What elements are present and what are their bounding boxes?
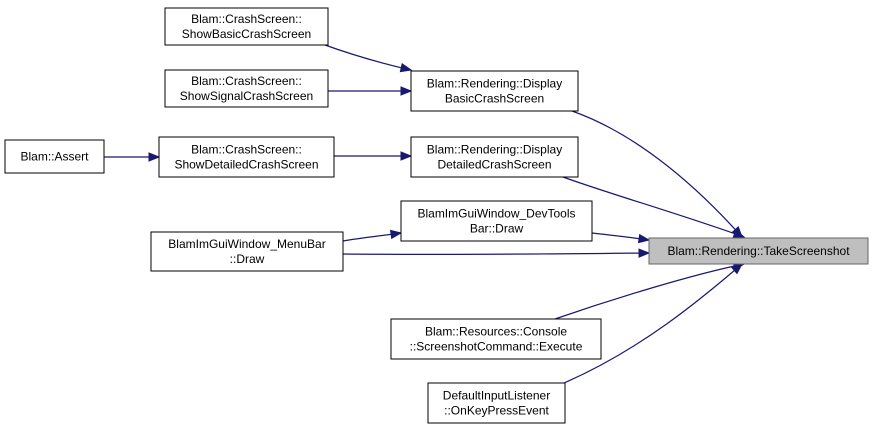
node-show-signal[interactable]: Blam::CrashScreen::ShowSignalCrashScreen — [164, 69, 329, 108]
node-label-line: Blam::Rendering::Display — [427, 77, 562, 91]
node-box — [400, 200, 593, 242]
edge-line — [342, 252, 650, 256]
node-label-line: ShowDetailedCrashScreen — [174, 158, 318, 172]
node-label-line: ShowBasicCrashScreen — [182, 27, 311, 41]
node-box — [4, 139, 105, 174]
edges-layer — [104, 44, 746, 384]
edge-n_show_basic-to-n_disp_basic — [324, 44, 413, 73]
arrow-head — [389, 229, 403, 240]
node-screenshot-cmd[interactable]: Blam::Resources::Console::ScreenshotComm… — [390, 318, 602, 360]
edge-n_show_detailed-to-n_disp_detailed — [334, 151, 413, 161]
node-disp-detailed[interactable]: Blam::Rendering::DisplayDetailedCrashScr… — [410, 136, 579, 178]
node-label-line: BlamImGuiWindow_MenuBar — [168, 237, 325, 251]
node-box — [390, 318, 602, 360]
arrow-head — [637, 233, 651, 244]
edge-line — [563, 263, 743, 384]
node-label-line: Blam::Rendering::Display — [427, 143, 562, 157]
edge-line — [571, 110, 743, 238]
node-label-line: Blam::Rendering::TakeScreenshot — [667, 244, 850, 258]
edge-n_devtools-to-n_take — [591, 232, 651, 244]
edge-n_keypress-to-n_take — [563, 263, 744, 384]
node-label-line: BlamImGuiWindow_DevTools — [417, 207, 575, 221]
node-take[interactable]: Blam::Rendering::TakeScreenshot — [648, 237, 869, 265]
node-box — [648, 237, 869, 265]
edge-line — [324, 44, 412, 71]
edge-line — [554, 263, 745, 320]
edge-n_assert-to-n_show_detailed — [104, 152, 161, 162]
node-menubar[interactable]: BlamImGuiWindow_MenuBar::Draw — [150, 231, 344, 272]
nodes-layer: Blam::CrashScreen::ShowBasicCrashScreenB… — [4, 7, 869, 424]
arrow-head — [400, 151, 413, 161]
edge-n_menubar-to-n_take — [342, 248, 651, 258]
node-label-line: BasicCrashScreen — [445, 92, 544, 106]
edge-n_menubar-to-n_devtools — [342, 229, 403, 242]
edge-n_disp_detailed-to-n_take — [562, 176, 746, 238]
arrow-head — [399, 63, 413, 73]
node-label-line: DefaultInputListener — [443, 389, 550, 403]
node-label-line: ::Draw — [230, 252, 265, 266]
arrow-head — [148, 152, 161, 162]
arrow-head — [638, 248, 651, 258]
arrow-head — [400, 86, 413, 96]
edge-n_show_signal-to-n_disp_basic — [328, 86, 413, 96]
node-label-line: Blam::Assert — [20, 150, 89, 164]
node-label-line: Blam::Resources::Console — [425, 325, 567, 339]
node-assert[interactable]: Blam::Assert — [4, 139, 105, 174]
node-label-line: ::OnKeyPressEvent — [444, 404, 549, 418]
node-label-line: Blam::CrashScreen:: — [191, 12, 302, 26]
edge-line — [562, 176, 745, 238]
node-box — [164, 7, 329, 46]
node-label-line: ShowSignalCrashScreen — [180, 89, 313, 103]
node-keypress[interactable]: DefaultInputListener::OnKeyPressEvent — [427, 382, 566, 424]
arrow-head — [730, 263, 744, 275]
arrow-head — [732, 228, 746, 238]
node-show-detailed[interactable]: Blam::CrashScreen::ShowDetailedCrashScre… — [158, 136, 335, 178]
node-box — [164, 69, 329, 108]
node-box — [410, 70, 579, 112]
node-box — [150, 231, 344, 272]
node-label-line: DetailedCrashScreen — [437, 158, 551, 172]
edge-n_screenshot_cmd-to-n_take — [554, 261, 746, 320]
node-box — [410, 136, 579, 178]
node-label-line: ::ScreenshotCommand::Execute — [410, 340, 583, 354]
node-box — [427, 382, 566, 424]
edge-n_disp_basic-to-n_take — [571, 110, 743, 239]
node-label-line: Bar::Draw — [470, 222, 524, 236]
node-label-line: Blam::CrashScreen:: — [191, 74, 302, 88]
node-show-basic[interactable]: Blam::CrashScreen::ShowBasicCrashScreen — [164, 7, 329, 46]
node-label-line: Blam::CrashScreen:: — [191, 143, 302, 157]
node-box — [158, 136, 335, 178]
